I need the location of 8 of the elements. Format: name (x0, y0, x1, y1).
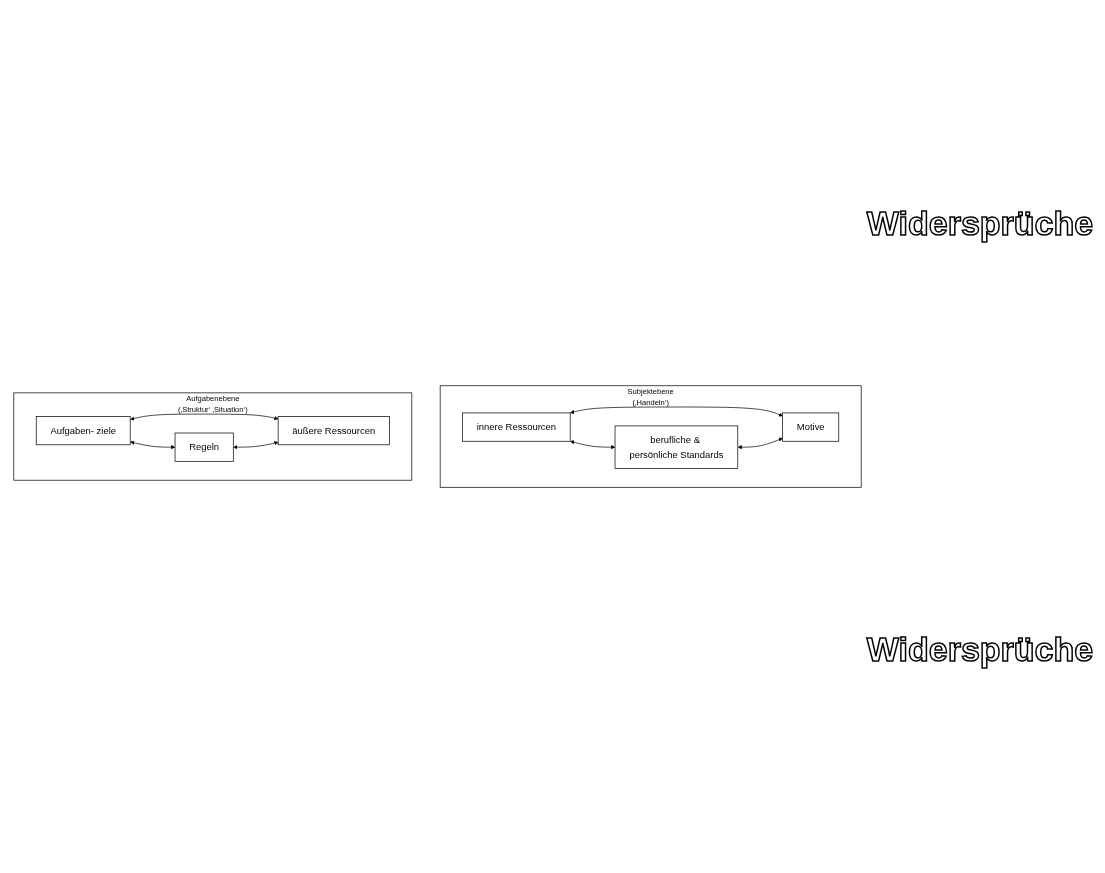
node-box: äußere Ressourcen (277, 416, 390, 446)
node-box: berufliche & persönliche Standards (614, 425, 739, 469)
outlined-heading: Widersprüche (866, 203, 1094, 243)
node-box: Regeln (174, 432, 234, 462)
outlined-heading: Widersprüche (866, 630, 1094, 670)
node-box: innere Ressourcen (462, 412, 571, 442)
node-box: Motive (782, 412, 840, 442)
node-box: Aufgaben- ziele (35, 416, 131, 446)
